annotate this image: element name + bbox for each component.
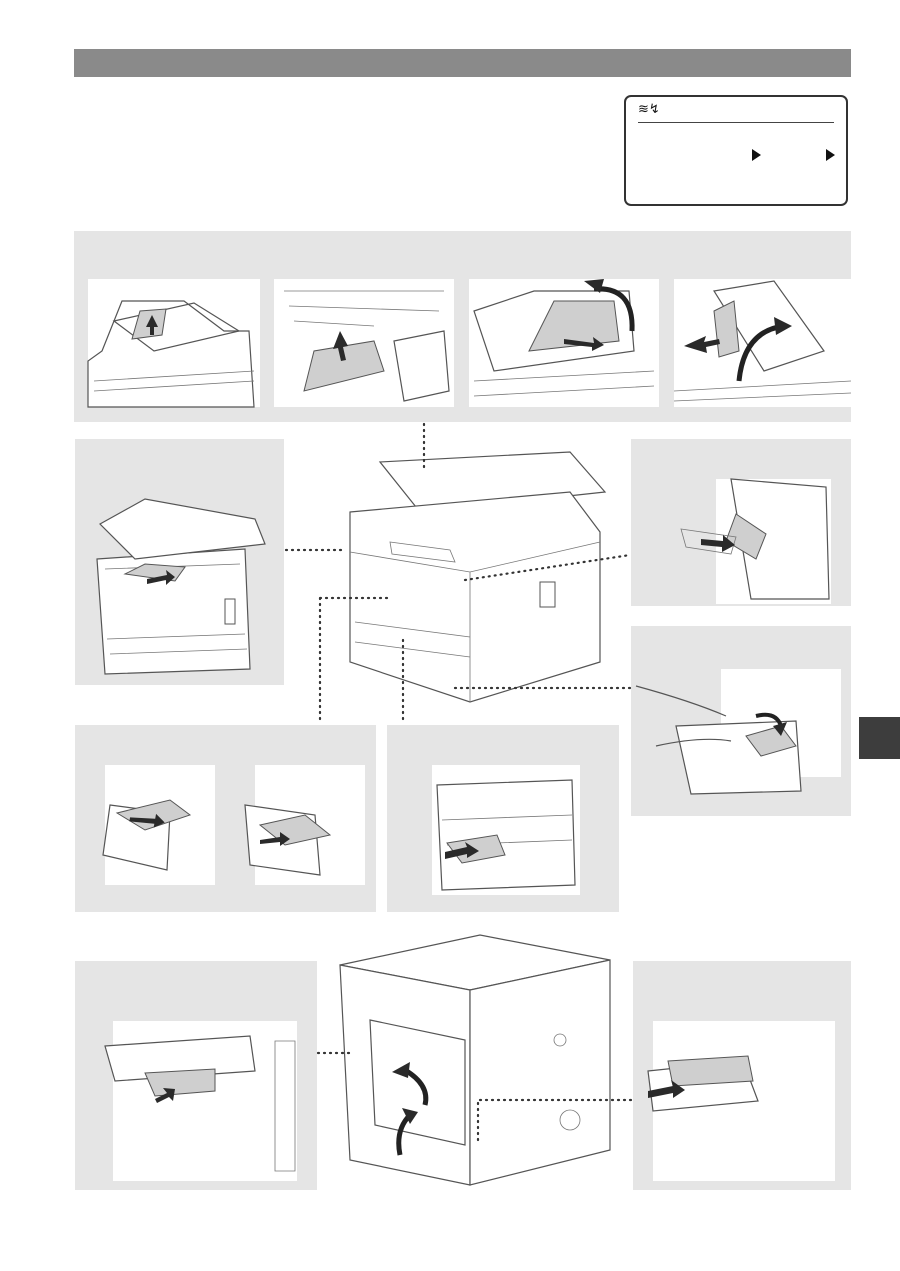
feeder-jam-image-4	[673, 279, 851, 407]
printer-rear-illustration	[330, 930, 620, 1190]
drawer-jam-panel	[631, 626, 851, 816]
front-jam-image-1	[102, 765, 215, 885]
rear-duplex-jam-panel	[75, 961, 317, 1190]
front-jam-panel	[75, 725, 376, 912]
manual-feed-jam-panel	[631, 439, 851, 606]
arrow-right-icon	[752, 149, 761, 161]
paper-jam-icon: ≋↯	[638, 101, 660, 116]
section-tab	[859, 717, 900, 759]
lcd-display: ≋↯	[624, 95, 848, 206]
feeder-jam-panel	[74, 231, 851, 422]
arrow-right-icon	[826, 149, 835, 161]
front-jam-image-2	[244, 765, 365, 885]
feeder-jam-image-2	[274, 279, 454, 407]
section-header-bar	[74, 49, 851, 77]
printer-main-illustration	[330, 432, 615, 712]
feeder-jam-image-3	[469, 279, 659, 407]
feeder-jam-image-1	[87, 279, 260, 408]
rear-cover-jam-panel	[633, 961, 851, 1190]
output-jam-panel	[387, 725, 619, 912]
lcd-divider	[638, 122, 834, 123]
inside-jam-panel	[75, 439, 284, 685]
